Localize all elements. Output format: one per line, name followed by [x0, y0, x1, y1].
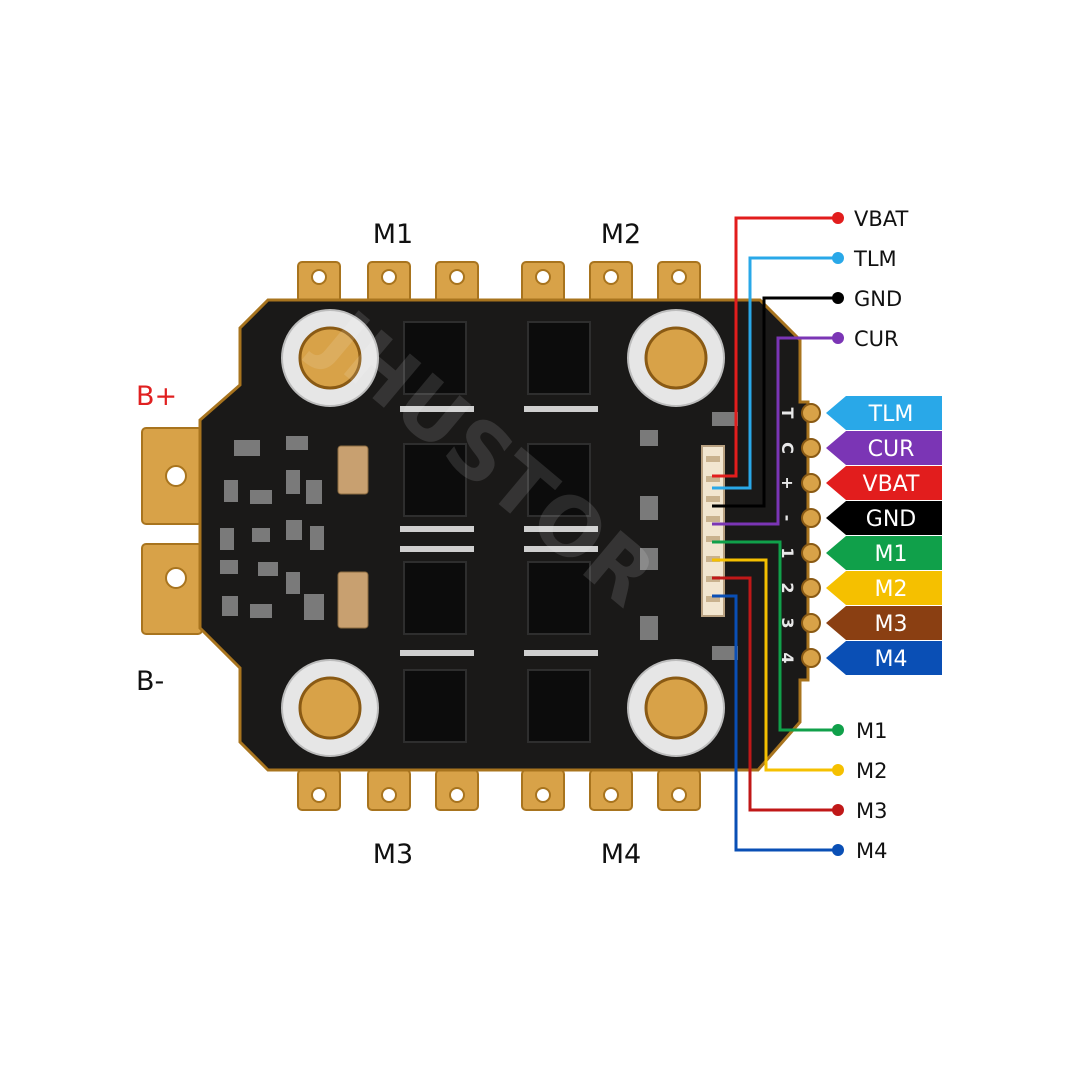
pad-flag-label: M1 — [875, 542, 908, 567]
pad — [801, 578, 821, 598]
signal-connector — [701, 445, 725, 617]
pad-flag-tlm — [826, 396, 942, 430]
chip — [403, 321, 467, 395]
wire-dot — [832, 724, 844, 736]
wire-label-m4: M4 — [856, 839, 887, 863]
pad-flags — [826, 396, 942, 675]
wire-dot — [832, 844, 844, 856]
pad — [801, 543, 821, 563]
chip — [527, 669, 591, 743]
wire-dot — [832, 212, 844, 224]
wire-label-tlm: TLM — [853, 247, 897, 271]
motor-label-m1: M1 — [373, 219, 413, 250]
pad-flag-labels: TLM CUR VBAT GND M1 M2 M3 M4 — [863, 402, 920, 672]
pad-flag-label: M4 — [875, 647, 908, 672]
smd-components — [220, 412, 738, 660]
capacitor — [337, 571, 369, 629]
battery-negative-tab — [141, 543, 203, 635]
pad-flag-gnd — [826, 501, 942, 535]
wire-m3 — [712, 576, 836, 812]
pad-flag-m3 — [826, 606, 942, 640]
bottom-wire-labels: M1 M2 M3 M4 — [856, 719, 887, 863]
pad-flag-m4 — [826, 641, 942, 675]
pad-flag-label: M3 — [875, 612, 908, 637]
pad-flag-cur — [826, 431, 942, 465]
wire-m1 — [712, 540, 836, 732]
pad-flag-m2 — [826, 571, 942, 605]
pad — [801, 508, 821, 528]
pad — [801, 438, 821, 458]
battery-positive-label: B+ — [136, 381, 177, 412]
board-pads — [801, 403, 821, 668]
wire-dot — [832, 252, 844, 264]
bottom-wires — [712, 540, 836, 852]
pad-flag-label: TLM — [868, 402, 914, 427]
wire-dot — [832, 332, 844, 344]
wire-m2 — [712, 558, 836, 772]
chip — [403, 561, 467, 635]
motor-label-m3: M3 — [373, 839, 413, 870]
battery-negative-label: B- — [136, 666, 164, 697]
board-pin-labels: T C + - 1 2 3 4 — [778, 408, 797, 664]
pad — [801, 648, 821, 668]
wire-gnd — [712, 296, 836, 508]
wire-m4 — [712, 594, 836, 852]
pad-flag-label: GND — [866, 507, 916, 532]
pcb-board — [198, 298, 810, 772]
capacitors — [337, 445, 369, 629]
wire-vbat — [712, 216, 836, 478]
pin-label: T — [778, 408, 797, 419]
wire-label-cur: CUR — [854, 327, 899, 351]
chip — [403, 669, 467, 743]
wire-label-m2: M2 — [856, 759, 887, 783]
bottom-wire-dots — [832, 724, 844, 856]
pin-label: 3 — [778, 617, 797, 628]
pad — [801, 613, 821, 633]
chip — [403, 443, 467, 517]
pin-label: + — [778, 476, 797, 489]
pin-label: 4 — [778, 652, 797, 663]
mounting-holes — [281, 309, 725, 757]
pad-flag-vbat — [826, 466, 942, 500]
wire-label-m3: M3 — [856, 799, 887, 823]
motor-label-m2: M2 — [601, 219, 641, 250]
chip — [527, 443, 591, 517]
wire-tlm — [712, 256, 836, 490]
top-wire-dots — [832, 212, 844, 344]
wire-label-m1: M1 — [856, 719, 887, 743]
wire-dot — [832, 804, 844, 816]
wire-label-vbat: VBAT — [854, 207, 909, 231]
pin-label: 1 — [778, 547, 797, 558]
pad-flag-label: VBAT — [863, 472, 920, 497]
pad-flag-label: CUR — [868, 437, 915, 462]
capacitor — [337, 445, 369, 495]
pin-label: C — [778, 442, 797, 454]
pad — [801, 473, 821, 493]
top-wires — [712, 216, 836, 526]
top-wire-labels: VBAT TLM GND CUR — [853, 207, 909, 351]
pad — [801, 403, 821, 423]
pad-flag-label: M2 — [875, 577, 908, 602]
pin-label: - — [778, 515, 797, 522]
chip — [527, 561, 591, 635]
mosfet-chips — [403, 321, 591, 743]
pad-flag-m1 — [826, 536, 942, 570]
pin-label: 2 — [778, 582, 797, 593]
wire-label-gnd: GND — [854, 287, 902, 311]
motor-label-m4: M4 — [601, 839, 641, 870]
wire-dot — [832, 292, 844, 304]
battery-tabs — [141, 427, 203, 635]
chip — [527, 321, 591, 395]
wire-dot — [832, 764, 844, 776]
wire-cur — [712, 336, 836, 526]
